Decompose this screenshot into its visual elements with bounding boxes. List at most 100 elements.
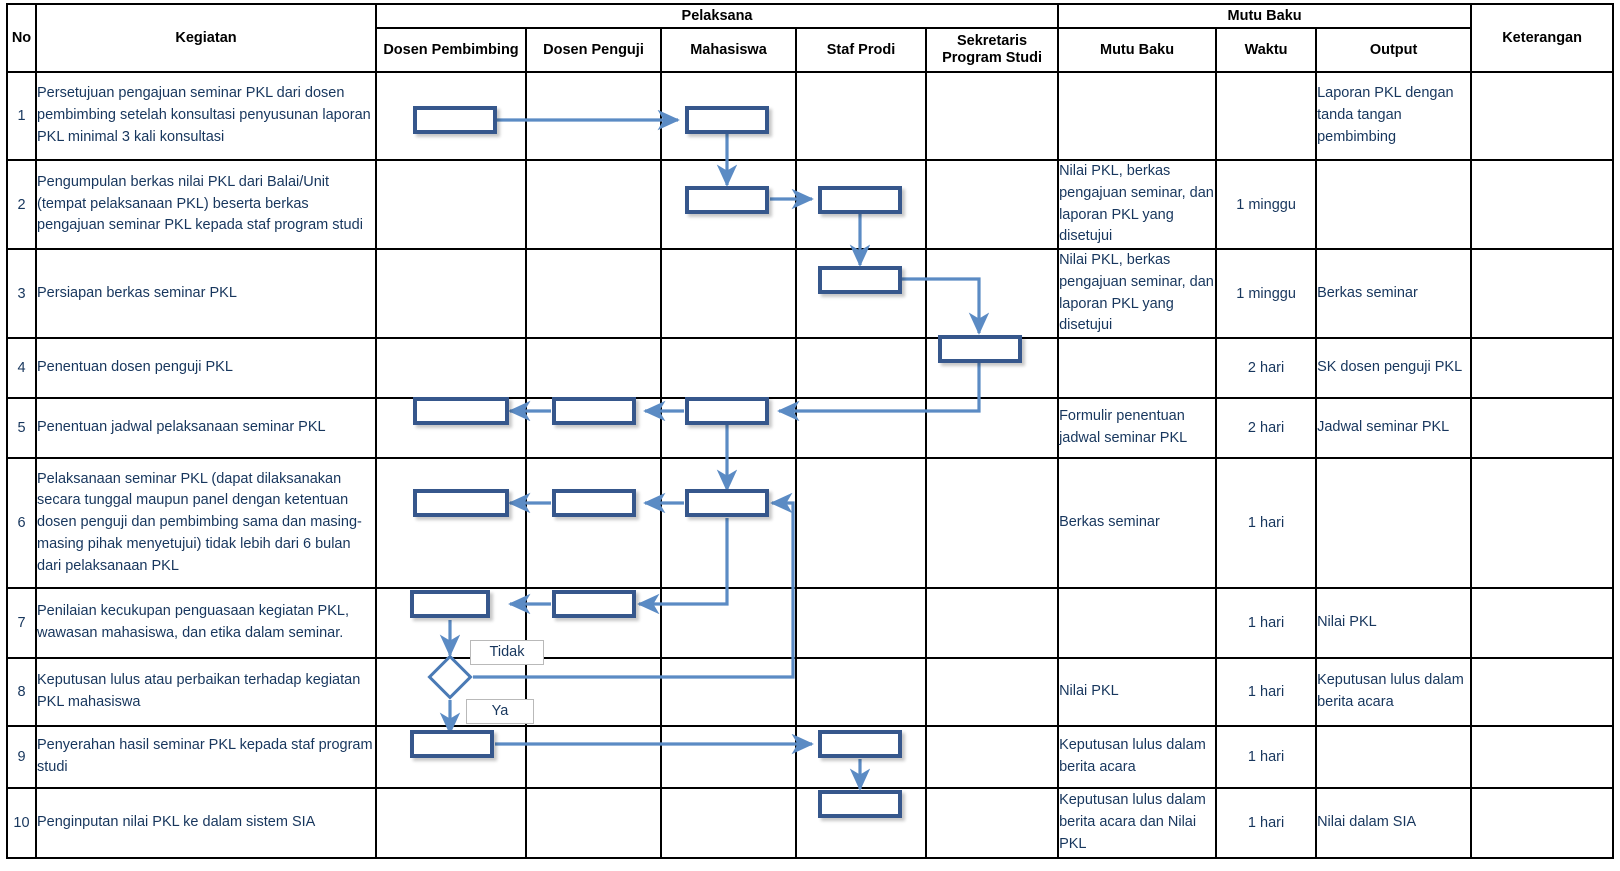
row-waktu: 1 hari bbox=[1215, 725, 1318, 789]
row-keterangan bbox=[1470, 787, 1615, 859]
row-output bbox=[1315, 725, 1473, 789]
row-waktu: 1 hari bbox=[1215, 657, 1318, 727]
row-keterangan bbox=[1470, 657, 1615, 727]
row-waktu: 1 hari bbox=[1215, 587, 1318, 659]
lane-dosen-penguji bbox=[525, 725, 662, 789]
row-output: Laporan PKL dengan tanda tangan pembimbi… bbox=[1315, 71, 1473, 161]
row-keterangan bbox=[1470, 457, 1615, 589]
row-mutu-baku: Keputusan lulus dalam berita acara dan N… bbox=[1057, 787, 1218, 859]
decision-label-tidak: Tidak bbox=[470, 640, 544, 665]
row-kegiatan: Keputusan lulus atau perbaikan terhadap … bbox=[35, 657, 377, 727]
node-r6-mahasiswa[interactable] bbox=[685, 489, 769, 517]
lane-mahasiswa bbox=[660, 657, 797, 727]
lane-staf-prodi bbox=[795, 337, 927, 399]
row-no: 2 bbox=[6, 159, 37, 250]
row-output: Nilai dalam SIA bbox=[1315, 787, 1473, 859]
header-mahasiswa: Mahasiswa bbox=[660, 27, 797, 73]
node-r2-staf-prodi[interactable] bbox=[818, 186, 902, 214]
lane-staf-prodi bbox=[795, 397, 927, 459]
row-mutu-baku bbox=[1057, 587, 1218, 659]
lane-dosen-penguji bbox=[525, 71, 662, 161]
row-output: SK dosen penguji PKL bbox=[1315, 337, 1473, 399]
lane-mahasiswa bbox=[660, 725, 797, 789]
lane-staf-prodi bbox=[795, 457, 927, 589]
lane-dosen-pembimbing bbox=[375, 71, 527, 161]
row-mutu-baku: Keputusan lulus dalam berita acara bbox=[1057, 725, 1218, 789]
node-r3-staf-prodi[interactable] bbox=[818, 266, 902, 294]
row-output bbox=[1315, 457, 1473, 589]
row-output: Jadwal seminar PKL bbox=[1315, 397, 1473, 459]
row-keterangan bbox=[1470, 397, 1615, 459]
header-group-pelaksana: Pelaksana bbox=[374, 3, 1060, 29]
lane-mahasiswa bbox=[660, 787, 797, 859]
header-waktu: Waktu bbox=[1215, 27, 1318, 73]
lane-dosen-penguji bbox=[525, 248, 662, 339]
row-mutu-baku: Nilai PKL, berkas pengajuan seminar, dan… bbox=[1057, 248, 1218, 339]
node-r5-mahasiswa[interactable] bbox=[685, 397, 769, 425]
row-kegiatan: Penentuan jadwal pelaksanaan seminar PKL bbox=[35, 397, 377, 459]
row-no: 10 bbox=[6, 787, 37, 859]
header-sekretaris-program-studi: Sekretaris Program Studi bbox=[924, 27, 1060, 73]
node-r4-sekretaris[interactable] bbox=[938, 335, 1022, 363]
node-r6-dosen-penguji[interactable] bbox=[552, 489, 636, 517]
row-kegiatan: Penyerahan hasil seminar PKL kepada staf… bbox=[35, 725, 377, 789]
row-output: Berkas seminar bbox=[1315, 248, 1473, 339]
lane-dosen-penguji bbox=[525, 159, 662, 250]
header-keterangan: Keterangan bbox=[1470, 3, 1615, 73]
row-waktu: 1 minggu bbox=[1215, 248, 1318, 339]
row-kegiatan: Persetujuan pengajuan seminar PKL dari d… bbox=[35, 71, 377, 161]
node-r2-mahasiswa[interactable] bbox=[685, 186, 769, 214]
table-row: 7 Penilaian kecukupan penguasaan kegiata… bbox=[6, 587, 1615, 659]
lane-dosen-pembimbing bbox=[375, 248, 527, 339]
node-r5-dosen-penguji[interactable] bbox=[552, 397, 636, 425]
header-dosen-pembimbing: Dosen Pembimbing bbox=[375, 27, 527, 73]
lane-sekretaris bbox=[924, 725, 1060, 789]
node-r9-staf-prodi[interactable] bbox=[818, 730, 902, 758]
lane-mahasiswa bbox=[660, 337, 797, 399]
lane-dosen-pembimbing bbox=[375, 337, 527, 399]
row-mutu-baku: Berkas seminar bbox=[1057, 457, 1218, 589]
lane-mahasiswa bbox=[660, 248, 797, 339]
row-output bbox=[1315, 159, 1473, 250]
row-mutu-baku: Nilai PKL, berkas pengajuan seminar, dan… bbox=[1057, 159, 1218, 250]
lane-dosen-pembimbing bbox=[375, 457, 527, 589]
lane-mahasiswa bbox=[660, 587, 797, 659]
lane-mahasiswa bbox=[660, 457, 797, 589]
row-no: 3 bbox=[6, 248, 37, 339]
header-mutu-baku: Mutu Baku bbox=[1057, 27, 1218, 73]
header-dosen-penguji: Dosen Penguji bbox=[525, 27, 662, 73]
lane-sekretaris bbox=[924, 248, 1060, 339]
lane-dosen-penguji bbox=[525, 457, 662, 589]
table-body: 1 Persetujuan pengajuan seminar PKL dari… bbox=[6, 71, 1615, 859]
lane-sekretaris bbox=[924, 159, 1060, 250]
lane-staf-prodi bbox=[795, 71, 927, 161]
node-r7-dosen-pembimbing[interactable] bbox=[410, 590, 490, 618]
lane-dosen-penguji bbox=[525, 657, 662, 727]
row-waktu: 2 hari bbox=[1215, 397, 1318, 459]
table-row: 2 Pengumpulan berkas nilai PKL dari Bala… bbox=[6, 159, 1615, 250]
node-r1-dosen-pembimbing[interactable] bbox=[413, 106, 497, 134]
row-keterangan bbox=[1470, 248, 1615, 339]
node-r1-mahasiswa[interactable] bbox=[685, 106, 769, 134]
lane-sekretaris bbox=[924, 587, 1060, 659]
row-waktu: 1 hari bbox=[1215, 787, 1318, 859]
node-r10-staf-prodi[interactable] bbox=[818, 790, 902, 818]
row-keterangan bbox=[1470, 71, 1615, 161]
row-keterangan bbox=[1470, 587, 1615, 659]
header-group-mutu-baku: Mutu Baku bbox=[1057, 3, 1473, 29]
decision-label-ya: Ya bbox=[466, 699, 534, 724]
sop-table: No Kegiatan Pelaksana Mutu Baku Keterang… bbox=[6, 3, 1615, 859]
row-kegiatan: Penilaian kecukupan penguasaan kegiatan … bbox=[35, 587, 377, 659]
lane-sekretaris bbox=[924, 787, 1060, 859]
table-row: 3 Persiapan berkas seminar PKL Nilai PKL… bbox=[6, 248, 1615, 339]
row-no: 8 bbox=[6, 657, 37, 727]
table-row: 5 Penentuan jadwal pelaksanaan seminar P… bbox=[6, 397, 1615, 459]
row-kegiatan: Pelaksanaan seminar PKL (dapat dilaksana… bbox=[35, 457, 377, 589]
node-r9-dosen-pembimbing[interactable] bbox=[410, 730, 494, 758]
row-output: Keputusan lulus dalam berita acara bbox=[1315, 657, 1473, 727]
node-r5-dosen-pembimbing[interactable] bbox=[413, 397, 509, 425]
node-r6-dosen-pembimbing[interactable] bbox=[413, 489, 509, 517]
lane-sekretaris bbox=[924, 71, 1060, 161]
table-row: 8 Keputusan lulus atau perbaikan terhada… bbox=[6, 657, 1615, 727]
node-r7-dosen-penguji[interactable] bbox=[552, 590, 636, 618]
